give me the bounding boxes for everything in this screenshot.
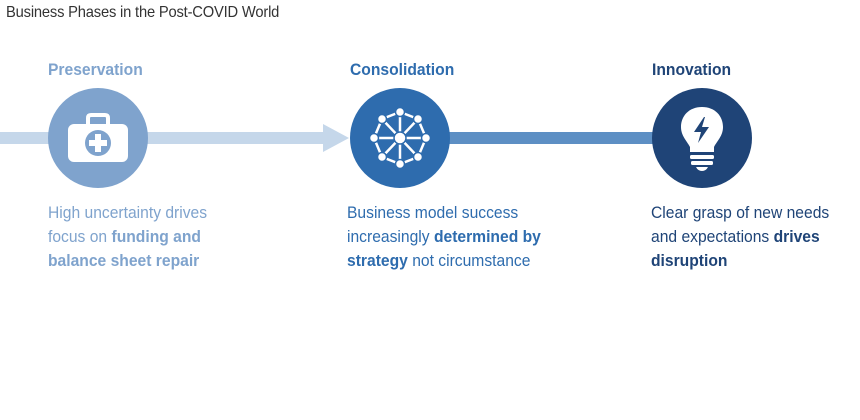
connector-arrowhead — [323, 124, 349, 152]
connector-lead-in — [0, 132, 50, 144]
lightbulb-icon — [681, 107, 723, 171]
phase-description: Clear grasp of new needs and expectation… — [651, 203, 830, 270]
phase-circle — [48, 88, 148, 188]
connector-preservation-to-consolidation — [145, 132, 327, 144]
phase-heading: Consolidation — [350, 60, 455, 79]
phase-description: Business model success increasingly dete… — [347, 203, 541, 270]
connector-consolidation-to-innovation — [447, 132, 655, 144]
phase-circle — [652, 88, 752, 188]
phase-heading: Innovation — [652, 60, 732, 79]
page-title: Business Phases in the Post-COVID World — [6, 4, 280, 21]
phase-description: High uncertainty drives focus on funding… — [48, 203, 208, 270]
phase-circle — [350, 88, 450, 188]
first-aid-kit-icon — [68, 113, 128, 162]
phase-heading: Preservation — [48, 60, 143, 79]
network-icon — [368, 106, 432, 170]
